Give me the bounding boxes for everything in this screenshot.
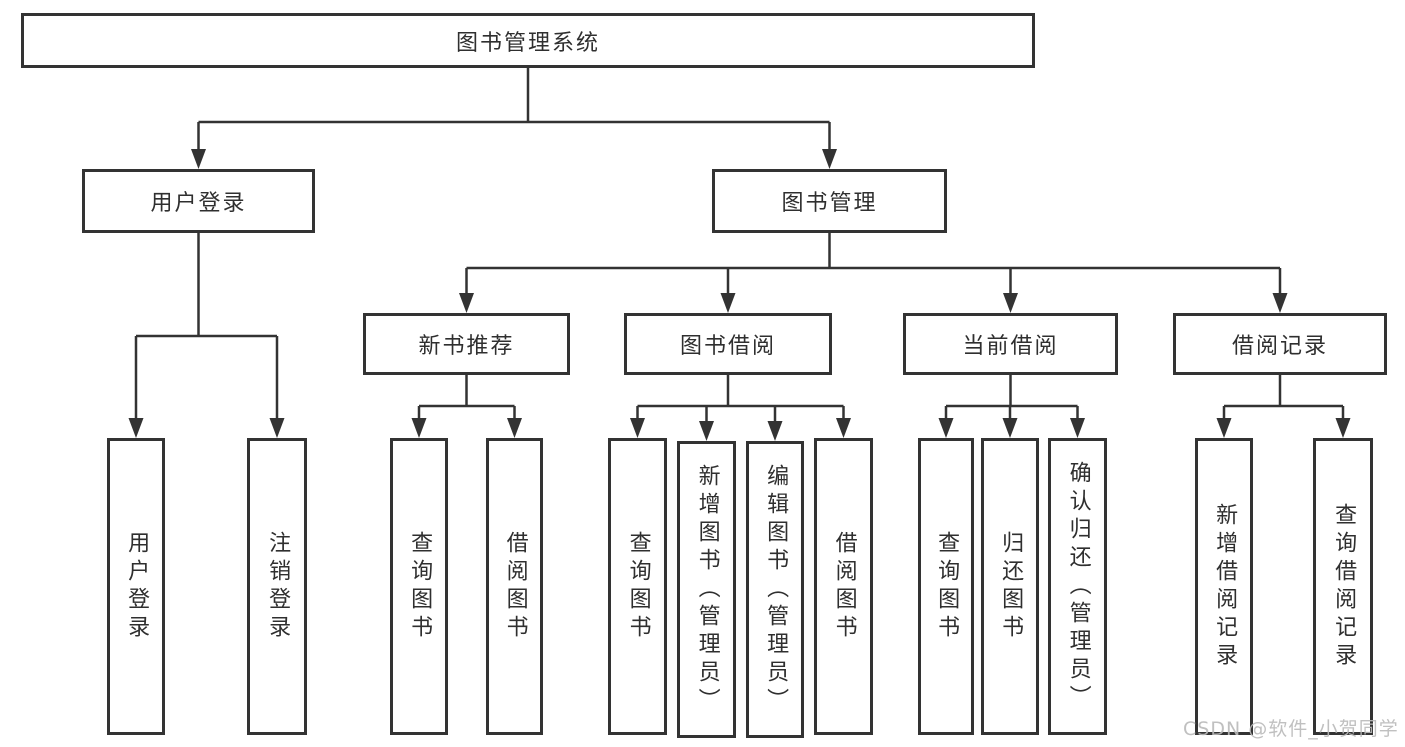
node-new-book-rec: 新书推荐 (363, 313, 570, 375)
node-label-new-book-rec: 新书推荐 (418, 334, 515, 359)
node-label-nbr-borrow: 借阅图书 (502, 530, 528, 643)
arrowhead-bb-edit (767, 421, 783, 441)
node-label-cb-confirm: 确认归还（管理员） (1065, 460, 1091, 713)
node-borrow-records: 借阅记录 (1173, 313, 1387, 375)
arrowhead-book-borrow (720, 293, 736, 313)
node-bb-borrow: 借阅图书 (814, 438, 873, 735)
arrowhead-book-mgmt (822, 149, 837, 169)
node-label-cb-return: 归还图书 (998, 530, 1024, 643)
arrowhead-cb-return (1002, 418, 1018, 438)
node-user-login: 用户登录 (82, 169, 315, 233)
arrowhead-cb-confirm (1070, 418, 1085, 438)
arrowhead-br-add (1216, 418, 1232, 438)
node-label-bb-edit: 编辑图书（管理员） (763, 463, 789, 716)
node-book-mgmt: 图书管理 (712, 169, 947, 233)
node-label-bb-borrow: 借阅图书 (831, 530, 857, 643)
node-br-query: 查询借阅记录 (1313, 438, 1373, 735)
node-nbr-query: 查询图书 (390, 438, 448, 735)
arrowhead-borrow-records (1272, 293, 1288, 313)
node-label-nbr-query: 查询图书 (407, 530, 433, 643)
node-label-br-query: 查询借阅记录 (1331, 502, 1357, 671)
node-label-root: 图书管理系统 (455, 30, 600, 56)
node-label-bb-add: 新增图书（管理员） (694, 463, 720, 716)
node-book-borrow: 图书借阅 (624, 313, 832, 375)
arrowhead-ul-login (128, 418, 144, 438)
node-ul-logout: 注销登录 (247, 438, 307, 735)
arrowhead-bb-query (630, 418, 645, 438)
arrowhead-current-borrow (1003, 293, 1018, 313)
arrowhead-nbr-borrow (507, 418, 522, 438)
node-cb-return: 归还图书 (981, 438, 1039, 735)
node-label-br-add: 新增借阅记录 (1212, 502, 1238, 671)
node-label-bb-query: 查询图书 (625, 530, 651, 643)
node-current-borrow: 当前借阅 (903, 313, 1118, 375)
node-label-ul-login: 用户登录 (124, 530, 150, 643)
arrowhead-new-book-rec (459, 293, 474, 313)
node-bb-query: 查询图书 (608, 438, 667, 735)
node-br-add: 新增借阅记录 (1195, 438, 1253, 735)
arrowhead-cb-query (938, 418, 954, 438)
node-label-borrow-records: 借阅记录 (1231, 334, 1328, 359)
arrowhead-user-login (191, 149, 206, 169)
node-nbr-borrow: 借阅图书 (486, 438, 543, 735)
node-cb-query: 查询图书 (918, 438, 974, 735)
node-label-book-mgmt: 图书管理 (781, 191, 878, 216)
node-bb-add: 新增图书（管理员） (677, 441, 736, 738)
node-label-book-borrow: 图书借阅 (679, 334, 776, 359)
arrowhead-br-query (1335, 418, 1351, 438)
arrowhead-bb-add (699, 421, 714, 441)
node-root: 图书管理系统 (21, 13, 1035, 68)
node-label-ul-logout: 注销登录 (265, 530, 291, 643)
node-ul-login: 用户登录 (107, 438, 165, 735)
arrowhead-ul-logout (269, 418, 285, 438)
node-label-user-login: 用户登录 (150, 191, 247, 216)
node-cb-confirm: 确认归还（管理员） (1048, 438, 1107, 735)
node-bb-edit: 编辑图书（管理员） (746, 441, 804, 738)
node-label-current-borrow: 当前借阅 (962, 334, 1059, 359)
node-label-cb-query: 查询图书 (934, 530, 960, 643)
arrowhead-bb-borrow (836, 418, 851, 438)
connector-path (134, 68, 1345, 425)
arrowhead-nbr-query (411, 418, 427, 438)
